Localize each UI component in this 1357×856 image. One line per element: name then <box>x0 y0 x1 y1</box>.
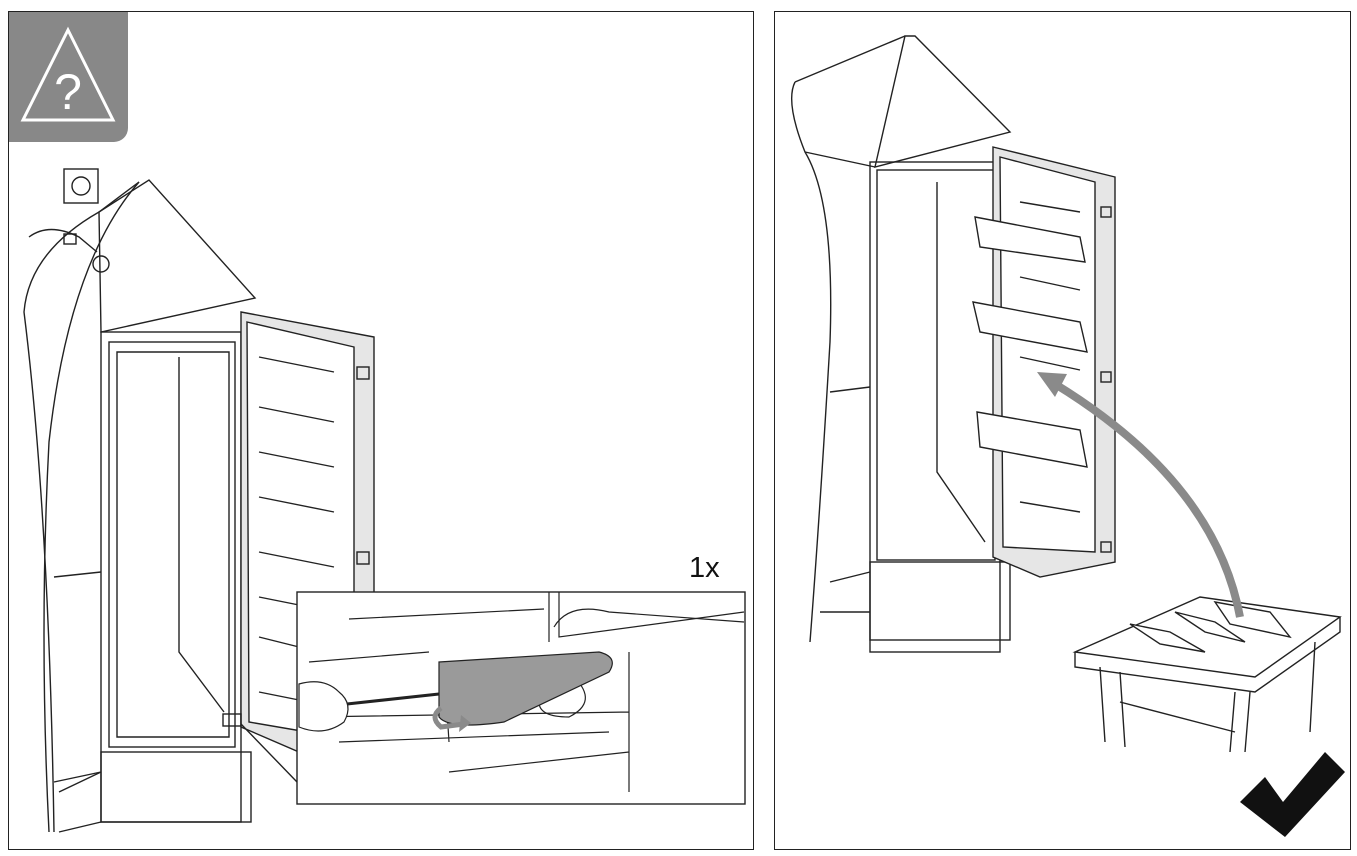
cabinet-outer-curve <box>790 81 832 643</box>
cabinet-top <box>874 35 1012 168</box>
fridge-inner-opening <box>108 341 236 748</box>
wall-socket-icon <box>63 168 99 204</box>
triangle-question-icon: ? <box>20 26 116 122</box>
table-legs <box>1099 641 1316 753</box>
cabinet-top <box>98 179 257 333</box>
plinth <box>869 561 1011 641</box>
hand <box>298 681 349 732</box>
left-illustration <box>23 168 746 833</box>
fridge-back-wall <box>178 357 225 713</box>
curved-arrow-head <box>1037 372 1067 397</box>
right-instruction-panel <box>774 11 1351 850</box>
screwdriver-shaft <box>346 692 440 706</box>
hinge-middle <box>356 551 370 565</box>
cabinet-outer-curve <box>23 181 140 833</box>
left-instruction-panel: ? 1x <box>8 11 754 850</box>
table-top <box>1072 596 1342 678</box>
hinge-middle <box>1100 371 1112 383</box>
table-bin-1 <box>1129 623 1206 653</box>
side-divider-lines <box>53 571 102 783</box>
table-bin-2 <box>1174 611 1246 643</box>
right-illustration <box>790 35 1345 837</box>
table-edge <box>1074 617 1341 693</box>
warning-badge: ? <box>9 12 128 142</box>
socket-face <box>71 176 91 196</box>
detail-hinge-edge <box>553 608 745 628</box>
door-bin-top <box>974 216 1086 263</box>
cabinet-side-curve <box>43 181 140 833</box>
plinth <box>100 751 252 823</box>
svg-text:?: ? <box>54 64 82 120</box>
fridge-back-wall <box>936 182 986 543</box>
table-rail <box>1119 701 1236 733</box>
curved-arrow-icon <box>1052 380 1244 618</box>
checkmark-icon <box>1240 752 1345 837</box>
hinge-lower <box>1100 541 1112 553</box>
hinge-top <box>356 366 370 380</box>
fridge-liner <box>116 351 230 738</box>
rotate-arrow-icon <box>432 706 465 730</box>
power-plug-icon <box>92 255 110 273</box>
detail-inset <box>296 591 746 805</box>
hinge-bottom <box>222 713 242 727</box>
cabinet-frame <box>100 331 242 823</box>
door-inner-panel <box>999 156 1096 553</box>
table-bin-3 <box>1213 601 1292 639</box>
door-shelf-lines <box>1019 201 1081 513</box>
rotate-arrow-head <box>459 715 471 732</box>
cable-clip <box>63 233 77 245</box>
door-bin-middle <box>972 301 1088 353</box>
hinge-top <box>1100 206 1112 218</box>
side-shelf-lines <box>58 771 102 833</box>
side-divider-lines <box>820 386 871 613</box>
cabinet-side-lines <box>794 35 906 168</box>
step-count-label: 1x <box>689 552 720 584</box>
power-cable <box>28 228 98 253</box>
hinge-cover <box>438 651 613 726</box>
door-bin-bottom <box>976 411 1088 468</box>
